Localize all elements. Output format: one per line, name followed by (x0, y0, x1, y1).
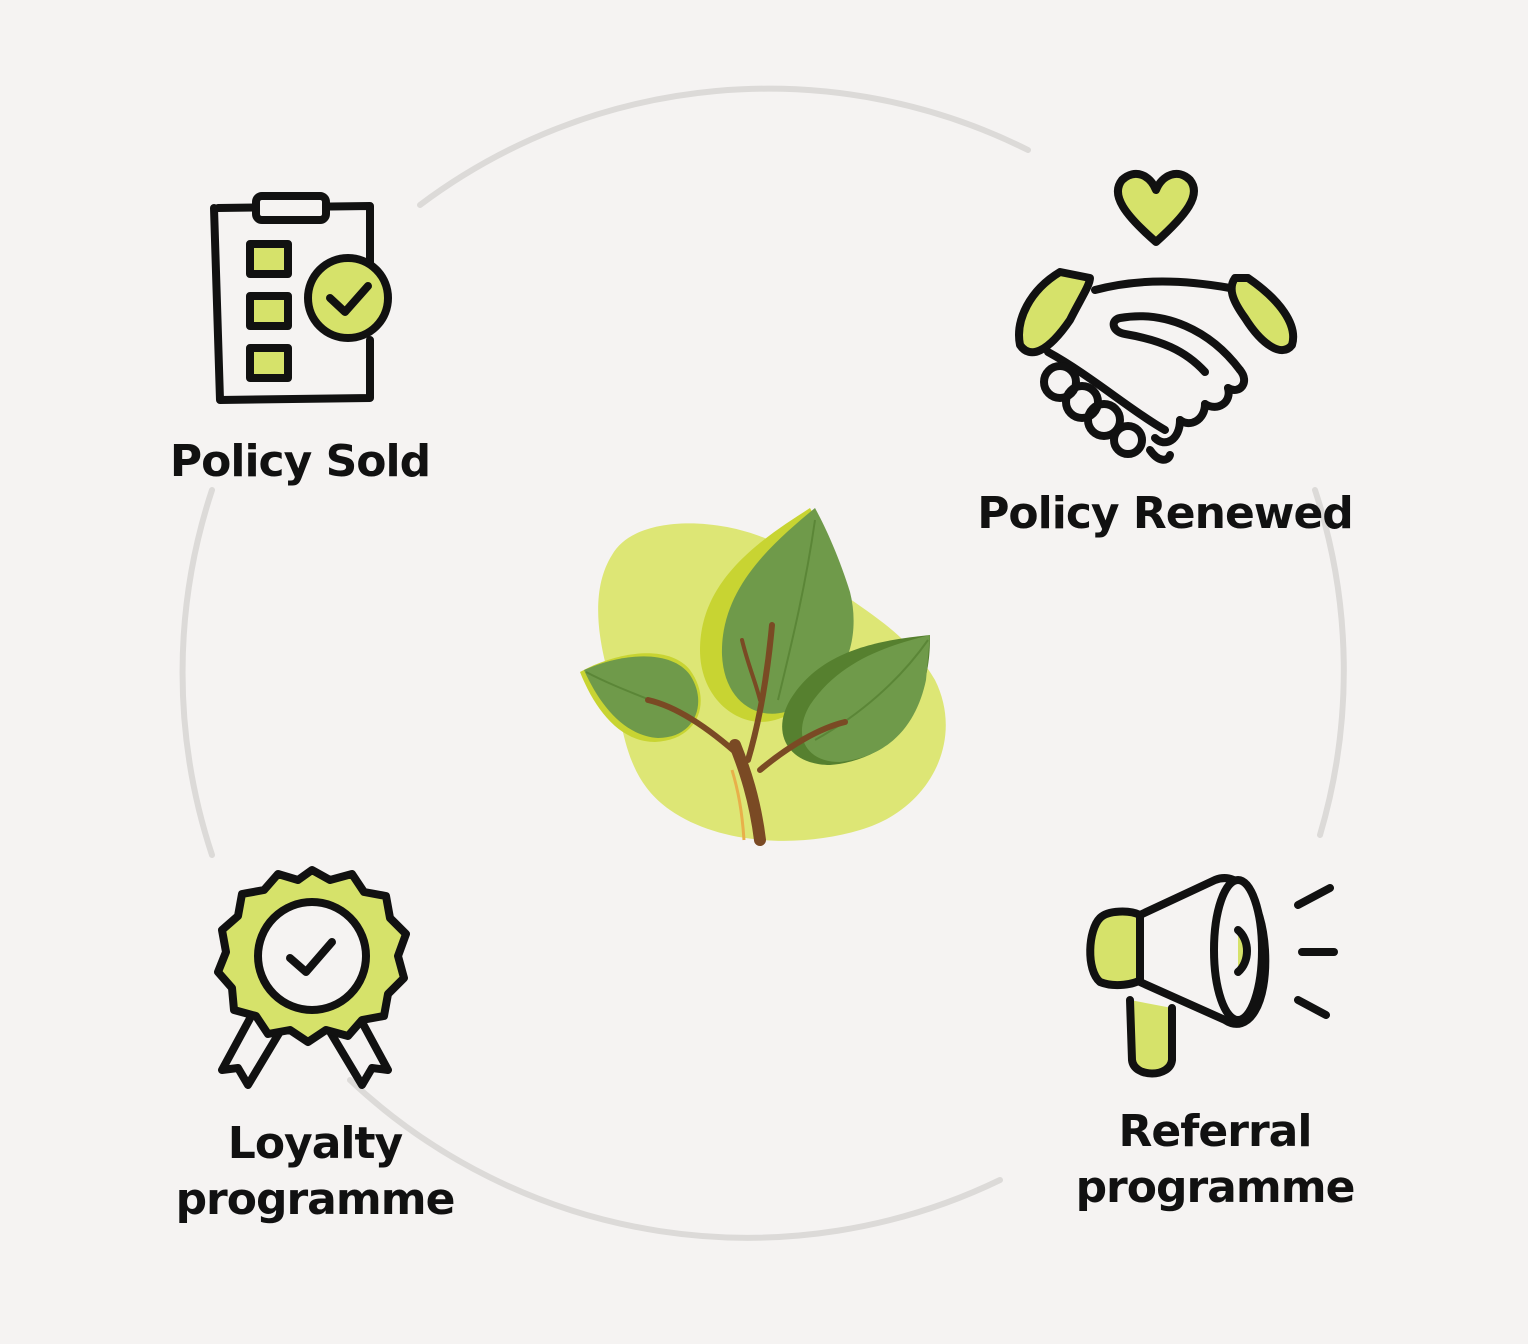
megaphone-icon (1086, 874, 1338, 1078)
node-label-line: programme (1075, 1162, 1356, 1213)
node-label-referral-programme: Referral programme (1060, 1104, 1370, 1216)
award-badge-icon (214, 866, 410, 1089)
node-label-line: Policy Sold (169, 436, 431, 487)
node-label-loyalty-programme: Loyalty programme (150, 1116, 480, 1228)
clipboard-check-icon (210, 192, 392, 404)
node-label-line: Policy Renewed (977, 488, 1354, 539)
node-label-line: programme (175, 1174, 456, 1225)
node-label-line: Loyalty (227, 1118, 403, 1169)
cycle-ring (179, 85, 1347, 1241)
node-label-line: Referral (1118, 1106, 1313, 1157)
handshake-heart-icon (1015, 169, 1298, 464)
node-label-policy-sold: Policy Sold (150, 434, 450, 490)
node-label-policy-renewed: Policy Renewed (960, 486, 1370, 542)
sapling-icon (580, 508, 946, 846)
